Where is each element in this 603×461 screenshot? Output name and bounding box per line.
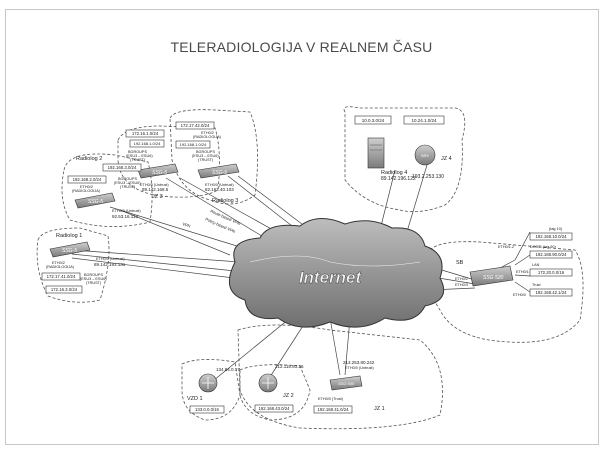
jz3-name: JZ 3 — [152, 194, 163, 200]
jz2-name: JZ 2 — [283, 393, 294, 399]
radiolog2-device: SSG-5 — [88, 199, 103, 205]
jz3-subnet: 172.16.1.0/24 — [132, 131, 159, 136]
radiolog1-sub-a: 172.17.41.0/24 — [47, 274, 76, 279]
radiolog2-eth: ETH0/2 — [80, 185, 93, 189]
jz4-ip-b: 10.24.1.0/24 — [411, 118, 437, 123]
router-icon — [258, 373, 278, 393]
jz4-ip-a: 10.0.3.0/24 — [362, 118, 385, 123]
radiolog3-sub1: 192.168.1.0/24 — [180, 142, 207, 147]
radiolog1-eth: ETH0/2 — [52, 261, 65, 265]
jz4-ip: 193.2.253.130 — [412, 174, 444, 180]
sb-eth1-role: (tag 10) — [549, 227, 563, 231]
radiolog1-bgroups-range: (ESU3 – ESU6) — [80, 277, 107, 281]
radiolog2-sub-b: 192.168.2.0/24 — [73, 177, 102, 182]
sb-eth01: ETH0/1 — [516, 270, 529, 274]
svg-text:SRX: SRX — [421, 153, 430, 158]
radiolog2-name: Radiolog 2 — [76, 156, 102, 162]
jz2-subnet: 192.168.43.0/24 — [258, 406, 290, 411]
radiolog3-device: SSG-5 — [212, 170, 227, 176]
radiolog1-bgroups: BGROUPS — [84, 273, 103, 277]
radiolog3-eth-role: (RADIOLOGIJA) — [193, 135, 222, 139]
zone-jz4 — [343, 106, 466, 213]
sb-dosti: DOSTI (tag 90) — [530, 245, 556, 249]
zone-jz2 — [239, 364, 311, 421]
jz2-ip: 212.118.93.26 — [275, 364, 304, 369]
radiolog1-name: Radiolog 1 — [56, 233, 82, 239]
internet-label: Internet — [299, 268, 363, 287]
firewall-icon — [197, 163, 240, 179]
vzd1-name: VZD 1 — [187, 396, 203, 402]
jz1-eth0: ETH0/0 (Untrust) — [345, 366, 374, 370]
sb-eth2: ETH0/2 — [455, 277, 468, 281]
sb-lan-ip: 172.20.0.0/16 — [538, 270, 565, 275]
vzd1-ip: 134.84.0.17 — [216, 367, 240, 372]
vzd1-subnet: 133.0.0.0/16 — [195, 407, 220, 412]
radiolog2-bgroups-range: (ESU3 – ESU6) — [114, 181, 141, 185]
zone-sb — [426, 241, 584, 343]
jz3-trust: (TRUST) — [130, 158, 146, 162]
radiolog2-ip: 92.53.16.113 — [112, 214, 138, 219]
sb-device: SSG 520 — [483, 275, 504, 281]
radiolog3-trust: (TRUST) — [198, 158, 214, 162]
sb-dosti-ip: 192.168.90.0/24 — [535, 252, 567, 257]
sb-lan: LAN — [532, 263, 540, 267]
radiolog3-eth0: ETH0/0 (Untrust) — [205, 183, 234, 187]
radiolog1-trust: (TRUST) — [86, 281, 102, 285]
radiolog4-ip: 89.142.196.122 — [381, 176, 416, 182]
zone-vzd1 — [181, 359, 241, 421]
jz3-bgroups: BGROUPS — [128, 150, 147, 154]
jz4-name: JZ 4 — [441, 156, 452, 162]
radiolog3-ip: 82.162.40.103 — [205, 187, 234, 192]
radiolog3-subnet: 172.17.42.0/24 — [181, 123, 210, 128]
radiolog1-sub-b: 172.16.3.0/24 — [51, 287, 78, 292]
sb-eth0: ETH0/0 — [513, 293, 526, 297]
internet-cloud — [228, 218, 445, 328]
radiolog2-trust: (TRUST) — [120, 185, 136, 189]
sb-name: SB — [456, 260, 464, 266]
router-icon — [198, 373, 218, 393]
jz1-eth-trust: ETH0/0 (Trust) — [318, 397, 344, 401]
radiolog3-bgroups: BGROUPS — [196, 150, 215, 154]
zone-radiolog1 — [36, 227, 110, 303]
jz3-device: SSG-5 — [152, 170, 167, 176]
jz1-subnet: 192.168.41.0/24 — [317, 407, 349, 412]
firewall-icon — [74, 192, 116, 209]
jz3-ip: 89.142.168.5 — [142, 187, 169, 192]
zone-radiolog3 — [169, 109, 258, 205]
radiolog2-bgroups: BGROUPS — [118, 177, 137, 181]
radiolog1-eth-role: (RADIOLOGIJA) — [46, 265, 75, 269]
sb-trust: Trust — [532, 283, 541, 287]
jz1-device: SSG 550 — [338, 381, 355, 386]
jz3-eth0: ETH0/0 (Untrust) — [140, 183, 169, 187]
jz3-sub1: 192.168.1.0/24 — [134, 141, 161, 146]
radiolog4-label: Radiolog 4 — [381, 170, 407, 176]
radiolog1-ip: 89.142.193.131 — [94, 262, 126, 267]
jz1-name: JZ 1 — [374, 406, 385, 412]
server-icon — [367, 137, 385, 169]
router-icon: SRX — [414, 144, 436, 166]
zone-jz3 — [117, 125, 220, 198]
radiolog2-eth0: ETH0/0 (Untrust) — [112, 209, 141, 213]
firewall-icon — [137, 163, 179, 179]
zone-jz1 — [237, 324, 443, 430]
radiolog1-eth0: ETH0/0 (Untrust) — [96, 257, 125, 261]
sb-eth3: ETH0/3 — [455, 283, 468, 287]
vpn-label-c: VPN — [182, 221, 191, 228]
radiolog1-device: SSG-5 — [62, 248, 77, 254]
jz3-bgroups-range: (ESU3 – ESU6) — [126, 154, 153, 158]
radiolog2-sub-a: 192.168.3.0/24 — [108, 165, 137, 170]
sb-trust-ip: 192.168.42.1/24 — [535, 290, 567, 295]
sb-eth1: ETH0/1.2 — [498, 245, 514, 249]
firewall-icon — [469, 265, 514, 287]
firewall-icon — [49, 241, 91, 258]
radiolog3-name: Radiolog 3 — [212, 198, 238, 204]
radiolog2-eth-role: (RADIOLOGIJA) — [72, 189, 101, 193]
firewall-icon — [329, 375, 363, 391]
radiolog3-bgroups-range: (ESU3 – ESU6) — [192, 154, 219, 158]
jz1-ip: 213.253.80.242 — [343, 360, 375, 365]
sb-eth1-ip: 192.168.10.0/24 — [535, 234, 567, 239]
radiolog3-eth: ETH0/2 — [201, 131, 214, 135]
slide-title: TELERADIOLOGIJA V REALNEM ČASU — [170, 39, 433, 55]
